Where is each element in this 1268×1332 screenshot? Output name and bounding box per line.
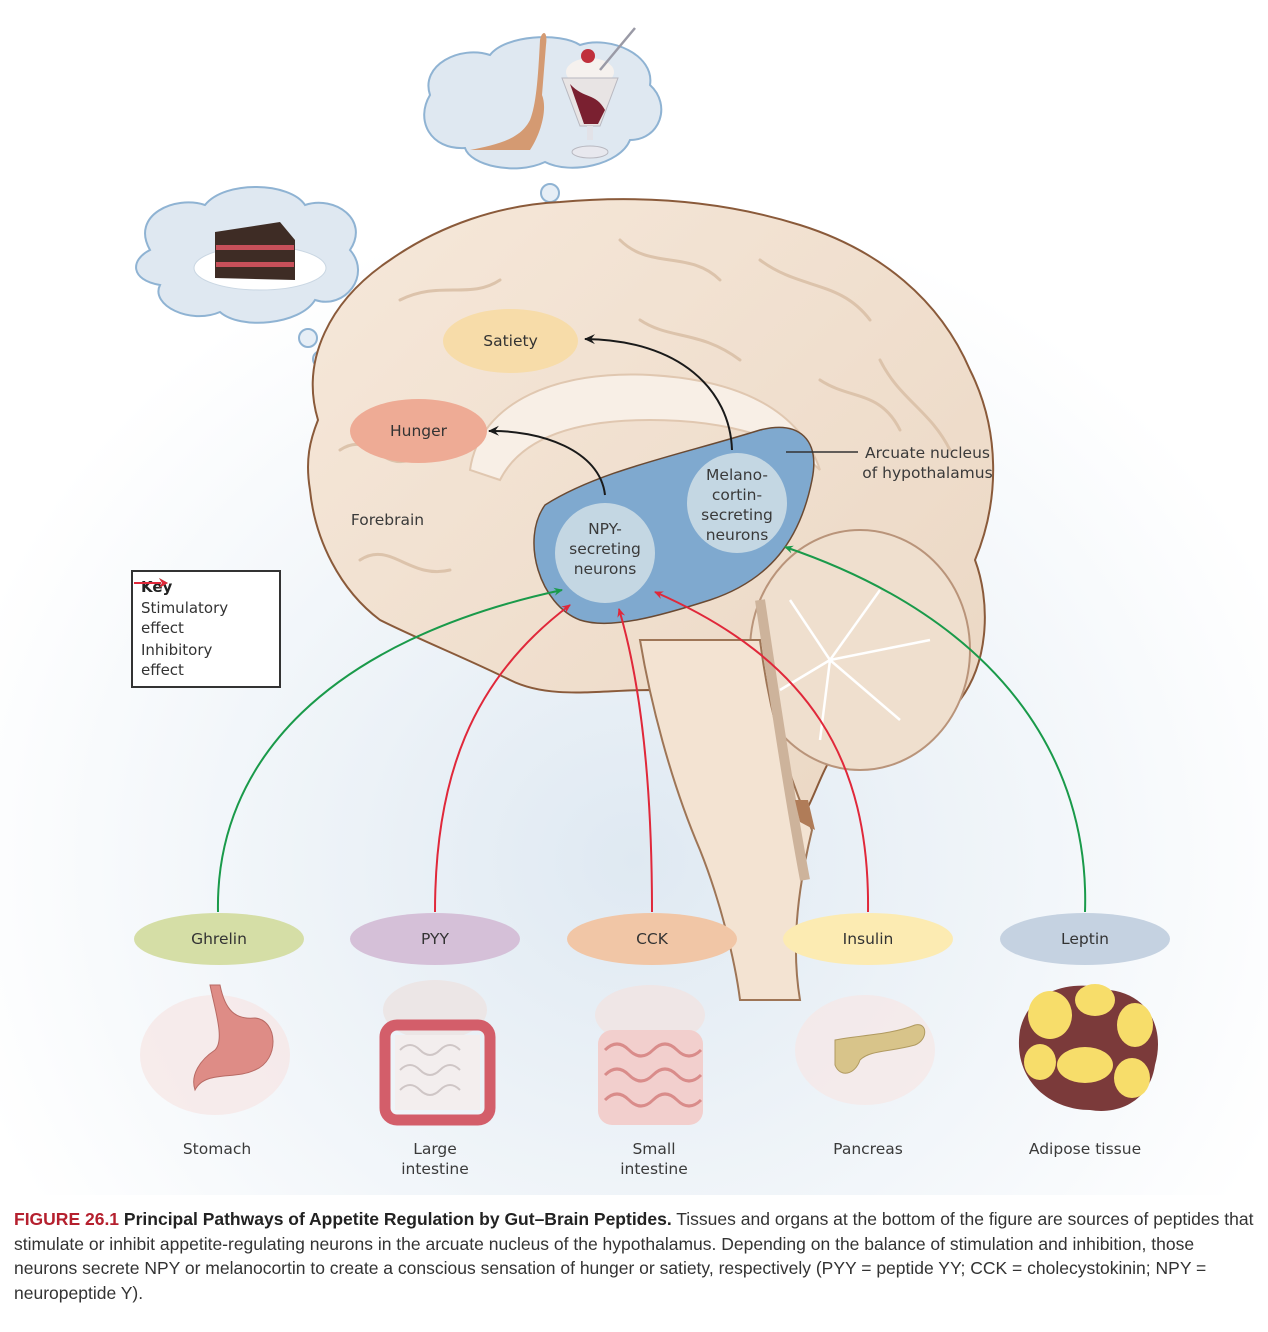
arrow-cck-inhibitory bbox=[617, 608, 653, 913]
melanocortin-neuron-circle bbox=[687, 453, 787, 553]
thought-bubble-sundae bbox=[423, 27, 663, 290]
arrow-insulin-inhibitory bbox=[654, 591, 870, 913]
red-arrow-icon bbox=[134, 578, 168, 588]
organ-label-large-intestine: Large intestine bbox=[401, 1140, 469, 1178]
organ-label-adipose-tissue: Adipose tissue bbox=[1028, 1140, 1142, 1158]
peptide-label-pyy: PYY bbox=[421, 930, 449, 948]
organ-pancreas bbox=[795, 995, 935, 1105]
organ-adipose-tissue bbox=[1018, 984, 1158, 1111]
figure-caption: FIGURE 26.1 Principal Pathways of Appeti… bbox=[14, 1207, 1254, 1305]
appetite-diagram: Satiety Hunger Forebrain Arcuate nucleus… bbox=[0, 0, 1268, 1195]
legend-item-stimulatory: Stimulatory effect bbox=[134, 578, 271, 638]
peptide-oval-leptin: Leptin bbox=[1000, 913, 1170, 965]
peptide-oval-insulin: Insulin bbox=[783, 913, 953, 965]
organ-small-intestine bbox=[595, 985, 705, 1125]
forebrain-label: Forebrain bbox=[350, 511, 425, 529]
hunger-oval: Hunger bbox=[350, 399, 487, 463]
cake-icon bbox=[215, 222, 295, 280]
legend-label-stimulatory: Stimulatory effect bbox=[141, 599, 229, 637]
arrow-npy-to-hunger bbox=[488, 425, 606, 496]
organ-stomach bbox=[140, 984, 290, 1115]
peptide-oval-ghrelin: Ghrelin bbox=[134, 913, 304, 965]
peptide-arrows bbox=[216, 545, 1087, 913]
arrow-pyy-inhibitory bbox=[434, 604, 571, 913]
sundae-icon bbox=[561, 27, 636, 159]
peptide-label-ghrelin: Ghrelin bbox=[191, 930, 247, 948]
peptide-label-insulin: Insulin bbox=[842, 930, 894, 948]
npy-neuron-circle bbox=[555, 503, 655, 603]
legend-label-inhibitory: Inhibitory effect bbox=[141, 641, 213, 679]
figure-caption-body: Tissues and organs at the bottom of the … bbox=[14, 1209, 1254, 1303]
organ-label-pancreas: Pancreas bbox=[833, 1140, 903, 1158]
organ-label-small-intestine: Small intestine bbox=[620, 1140, 688, 1178]
melanocortin-neurons-label: Melano- cortin- secreting neurons bbox=[701, 466, 773, 544]
arcuate-nucleus-label: Arcuate nucleus of hypothalamus bbox=[862, 444, 993, 482]
legend-item-inhibitory: Inhibitory effect bbox=[134, 578, 271, 680]
arrow-leptin-stimulatory bbox=[784, 545, 1087, 913]
legend-key: Key Stimulatory effect Inhibitory effect bbox=[131, 570, 281, 688]
peptide-oval-pyy: PYY bbox=[350, 913, 520, 965]
satiety-oval: Satiety bbox=[443, 309, 578, 373]
organ-label-stomach: Stomach bbox=[182, 1140, 252, 1158]
organ-large-intestine bbox=[379, 980, 496, 1126]
satiety-label: Satiety bbox=[483, 332, 538, 350]
npy-neurons-label: NPY- secreting neurons bbox=[569, 520, 641, 578]
hunger-label: Hunger bbox=[389, 422, 448, 440]
figure-number: FIGURE 26.1 bbox=[14, 1209, 120, 1229]
peptide-label-cck: CCK bbox=[636, 930, 668, 948]
peptide-label-leptin: Leptin bbox=[1061, 930, 1109, 948]
arrow-melanocortin-to-satiety bbox=[584, 334, 733, 451]
peptide-oval-cck: CCK bbox=[567, 913, 737, 965]
figure-title: Principal Pathways of Appetite Regulatio… bbox=[123, 1209, 672, 1229]
arrow-ghrelin-stimulatory bbox=[216, 587, 563, 913]
